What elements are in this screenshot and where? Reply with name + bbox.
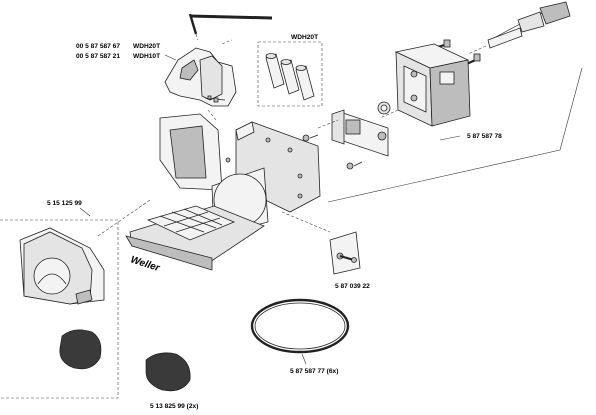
ring-part: 5 87 587 77 (6x)	[250, 298, 350, 375]
holder-part-number-b: 00 5 87 587 21	[76, 53, 120, 60]
sponge-label: 5 13 825 99 (2x)	[150, 403, 198, 410]
vent-part-group: 5 87 039 22	[329, 231, 370, 290]
holder-model-a: WDH20T	[133, 43, 160, 50]
holder-model-b: WDH10T	[133, 53, 160, 60]
ring-label: 5 87 587 77 (6x)	[290, 368, 338, 375]
sponge-part-group: 5 13 825 99 (2x)	[145, 352, 198, 410]
rear-housing-part	[394, 43, 471, 127]
holder-bracket-part	[164, 47, 237, 107]
screw-part	[302, 134, 363, 170]
cover-part-group: 5 15 125 99	[0, 200, 119, 399]
holder-part-number-a: 00 5 87 587 67	[76, 43, 120, 50]
sponge-bottom	[145, 352, 191, 392]
cable-connector-part	[433, 1, 571, 68]
brand-logo: Weller	[129, 254, 162, 274]
rod-part	[188, 13, 273, 41]
sleeve-set-label: WDH20T	[291, 34, 318, 41]
housing-label: 5 87 587 78	[467, 133, 502, 140]
stand-base-part: Weller	[125, 113, 321, 274]
vent-label: 5 87 039 22	[335, 283, 370, 290]
tray-grid	[159, 208, 223, 233]
sponge-left	[59, 329, 102, 370]
sleeve-set-group: WDH20T	[257, 34, 323, 107]
circuit-board-part	[331, 101, 391, 157]
cover-label: 5 15 125 99	[47, 200, 82, 207]
